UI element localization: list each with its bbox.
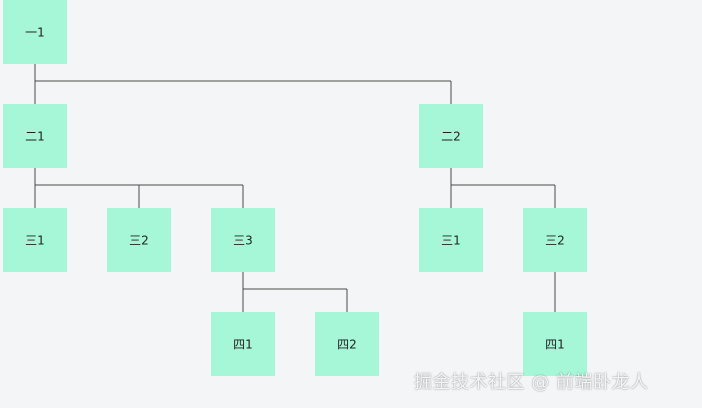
tree-node: 一1: [3, 0, 67, 64]
tree-node: 三1: [419, 208, 483, 272]
watermark-text: 掘金技术社区 @ 前端卧龙人: [414, 372, 649, 393]
tree-node: 四2: [315, 312, 379, 376]
tree-node: 三1: [3, 208, 67, 272]
tree-node-label: 三2: [545, 234, 565, 248]
tree-node-box: [419, 208, 483, 272]
tree-node-box: [419, 104, 483, 168]
tree-node-box: [523, 312, 587, 376]
tree-node-label: 三3: [233, 234, 253, 248]
tree-node-box: [523, 208, 587, 272]
tree-node: 二1: [3, 104, 67, 168]
tree-node-box: [3, 0, 67, 64]
tree-node-label: 一1: [25, 26, 45, 40]
tree-node-box: [211, 312, 275, 376]
tree-nodes: 三1 三2 四1 四2 三3 二1 三1 四1 三2 二2 一1: [3, 0, 587, 376]
tree-node-label: 二2: [441, 130, 461, 144]
tree-links: [34, 64, 556, 312]
tree-node-box: [211, 208, 275, 272]
tree-node-box: [3, 208, 67, 272]
tree-node-label: 三1: [25, 234, 45, 248]
tree-node-box: [3, 104, 67, 168]
tree-node: 三3: [211, 208, 275, 272]
tree-node-label: 三1: [441, 234, 461, 248]
tree-node-label: 四1: [233, 338, 253, 352]
tree-node-label: 三2: [129, 234, 149, 248]
tree-node: 二2: [419, 104, 483, 168]
tree-node-label: 四1: [545, 338, 565, 352]
tree-node-label: 二1: [25, 130, 45, 144]
tree-node: 四1: [211, 312, 275, 376]
tree-node: 四1: [523, 312, 587, 376]
tree-node-box: [107, 208, 171, 272]
tree-node-box: [315, 312, 379, 376]
tree-node: 三2: [523, 208, 587, 272]
tree-node-label: 四2: [337, 338, 357, 352]
tree-node: 三2: [107, 208, 171, 272]
